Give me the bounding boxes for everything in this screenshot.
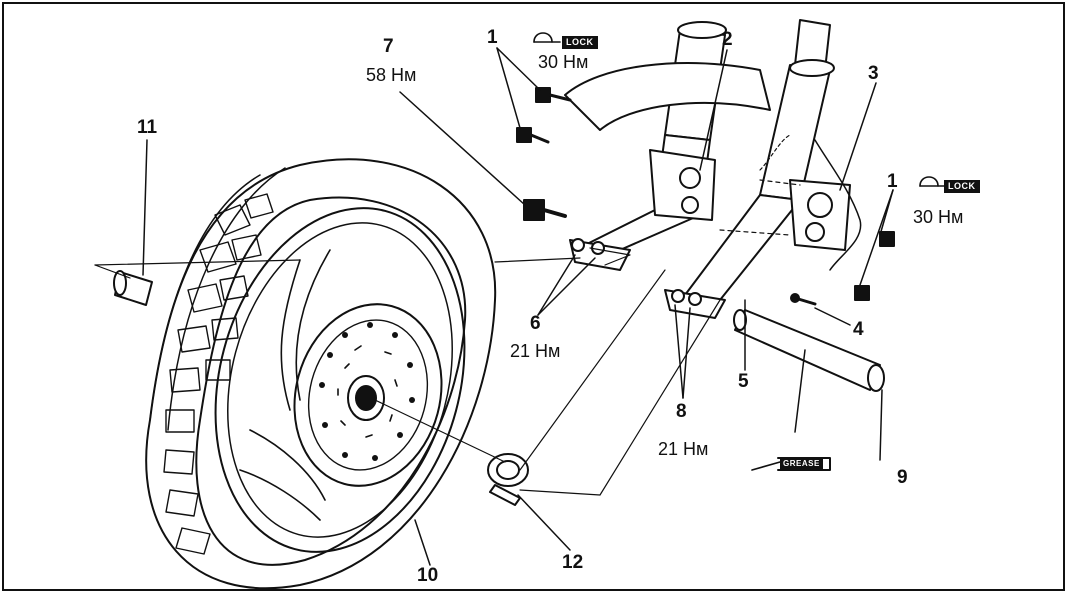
pinch-bolts-right [671, 289, 702, 306]
callout-10: 10 [417, 565, 439, 586]
pinch-bolts-left [571, 238, 605, 255]
torque-8: 21 Нм [658, 439, 709, 459]
lock-wrench-icon [533, 32, 561, 43]
torque-6: 21 Нм [510, 341, 561, 361]
callout-12: 12 [562, 552, 584, 573]
torque-7: 58 Нм [366, 65, 417, 85]
wheel-hub [347, 375, 385, 421]
torque-1-left: 30 Нм [538, 52, 589, 72]
left-brake-caliper [649, 149, 716, 221]
caliper-bolt-upper [535, 87, 572, 103]
callout-1-left: 1 [487, 27, 498, 48]
grease-gun-icon [751, 457, 831, 471]
axle-nut [523, 199, 567, 221]
callout-8: 8 [676, 401, 687, 422]
callout-4: 4 [853, 319, 864, 340]
callout-9: 9 [897, 467, 908, 488]
caliper-bolt-lower [516, 127, 550, 144]
caliper-bolt-right-lower [854, 285, 870, 301]
callout-6: 6 [530, 313, 541, 334]
left-side-collar [113, 270, 153, 306]
callout-arrows [142, 47, 894, 566]
callout-7: 7 [383, 36, 394, 57]
callout-11: 11 [137, 117, 158, 138]
right-brake-caliper [789, 139, 862, 271]
callout-3: 3 [868, 63, 879, 84]
front-fork [564, 19, 835, 319]
wheel-rim [214, 207, 466, 553]
lock-wrench-icon [919, 176, 946, 187]
callout-5: 5 [738, 371, 749, 392]
grease-tag: GREASE [780, 459, 823, 469]
leader-lines [94, 134, 801, 496]
front-axle [733, 309, 885, 392]
caliper-bolt-right-upper [879, 231, 895, 247]
torque-1-right: 30 Нм [913, 207, 964, 227]
tire [145, 158, 497, 590]
lock-tag-left: LOCK [562, 36, 598, 49]
hose-clamp-bolt [790, 293, 817, 306]
lock-tag-right: LOCK [944, 180, 980, 193]
speedometer-gearbox [487, 453, 529, 506]
brake-disc [293, 303, 443, 487]
callout-2: 2 [722, 29, 733, 50]
callout-1-right: 1 [887, 171, 898, 192]
